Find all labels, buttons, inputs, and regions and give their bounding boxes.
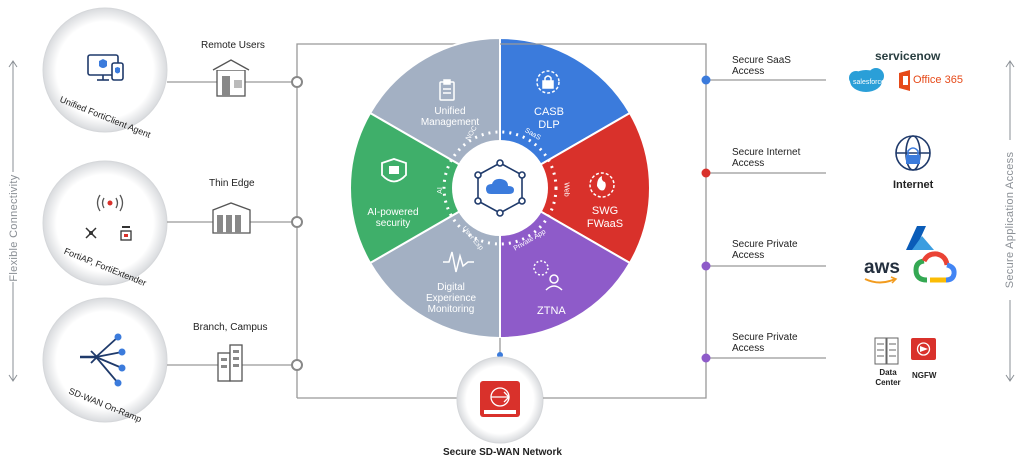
left-circle-fortiap	[42, 160, 168, 286]
data-center-servers-icon	[874, 337, 899, 365]
remote-users-label: Remote Users	[201, 40, 265, 51]
wheel-segment-digital-experience-monitoring	[368, 186, 501, 340]
secure-private-access-label-2: Secure Private Access	[732, 332, 798, 354]
salesforce-cloud-icon	[849, 68, 884, 92]
data-center-label: Data Center	[875, 368, 901, 387]
internet-label: Internet	[893, 179, 934, 191]
network-branch-icon	[80, 333, 126, 387]
branch-campus-label: Branch, Campus	[193, 322, 268, 333]
right-connector-dot	[701, 168, 711, 178]
shield-fire-icon	[589, 172, 615, 198]
swg-fwaas-label: SWG FWaaS	[586, 205, 624, 230]
secure-internet-access-label: Secure Internet Access	[732, 147, 801, 169]
wheel-segment-unified-management	[368, 36, 501, 190]
wheel-segment-swg-fwaas	[497, 111, 651, 265]
clipboard-icon	[439, 79, 455, 101]
ngfw-label: NGFW	[912, 371, 937, 380]
aws-logo-text: aws	[864, 257, 900, 278]
sase-wheel	[349, 36, 651, 340]
office365-icon	[899, 70, 910, 91]
secure-private-access-label-1: Secure Private Access	[732, 239, 798, 261]
wheel-segment-ztna	[499, 186, 632, 340]
right-connector-dots	[701, 75, 711, 363]
amazon-smile-icon	[864, 276, 898, 284]
user-gear-icon	[533, 260, 563, 291]
right-connector-dot	[701, 261, 711, 271]
unified-management-label: Unified Management	[420, 106, 480, 128]
right-connector-dot	[701, 75, 711, 85]
ring-label-ai: AI	[436, 187, 444, 194]
cloud-network-icon	[474, 159, 526, 217]
salesforce-logo-text: salesforce	[853, 79, 885, 86]
azure-icon	[906, 226, 934, 250]
left-vertical-arrow	[8, 60, 18, 382]
right-vertical-arrow	[1005, 60, 1015, 382]
ring-label-web: Web	[562, 182, 570, 197]
right-connector-lines	[500, 43, 826, 399]
fortinet-shield-icon	[381, 158, 407, 183]
ai-powered-security-label: AI-powered security	[367, 207, 419, 229]
wheel-segment-casb-dlp	[499, 36, 632, 190]
remote-users-building-icon	[212, 59, 250, 97]
branch-campus-building-icon	[217, 344, 243, 382]
servicenow-logo-text: servicenow	[875, 49, 941, 63]
left-circle-sdwan-onramp	[42, 297, 168, 423]
bottom-connector	[497, 338, 503, 358]
secure-sdwan-network-label: Secure SD-WAN Network	[443, 447, 562, 458]
digital-experience-monitoring-label: Digital Experience Monitoring	[425, 282, 477, 315]
google-cloud-icon	[913, 251, 957, 283]
flexible-connectivity-label: Flexible Connectivity	[8, 174, 20, 282]
right-connector-dot	[701, 353, 711, 363]
left-circle-forticlient	[42, 7, 168, 133]
lock-gear-icon	[536, 70, 560, 94]
laptop-phone-icon	[87, 54, 124, 81]
ztna-label: ZTNA	[537, 305, 566, 317]
wheel-segment-ai-powered-security	[349, 111, 503, 265]
waveform-icon	[443, 251, 474, 273]
left-connector-dots	[291, 76, 303, 371]
ngfw-appliance-icon	[911, 338, 936, 360]
casb-dlp-label: CASB DLP	[534, 106, 564, 131]
internet-globe-icon	[895, 135, 931, 171]
secure-application-access-label: Secure Application Access	[1004, 151, 1016, 289]
wireless-ap-icon	[85, 194, 132, 241]
sdwan-appliance-icon	[480, 381, 520, 417]
thin-edge-building-icon	[212, 202, 251, 234]
secure-saas-access-label: Secure SaaS Access	[732, 55, 791, 77]
thin-edge-label: Thin Edge	[209, 178, 255, 189]
office365-logo-text: Office 365	[913, 74, 963, 86]
